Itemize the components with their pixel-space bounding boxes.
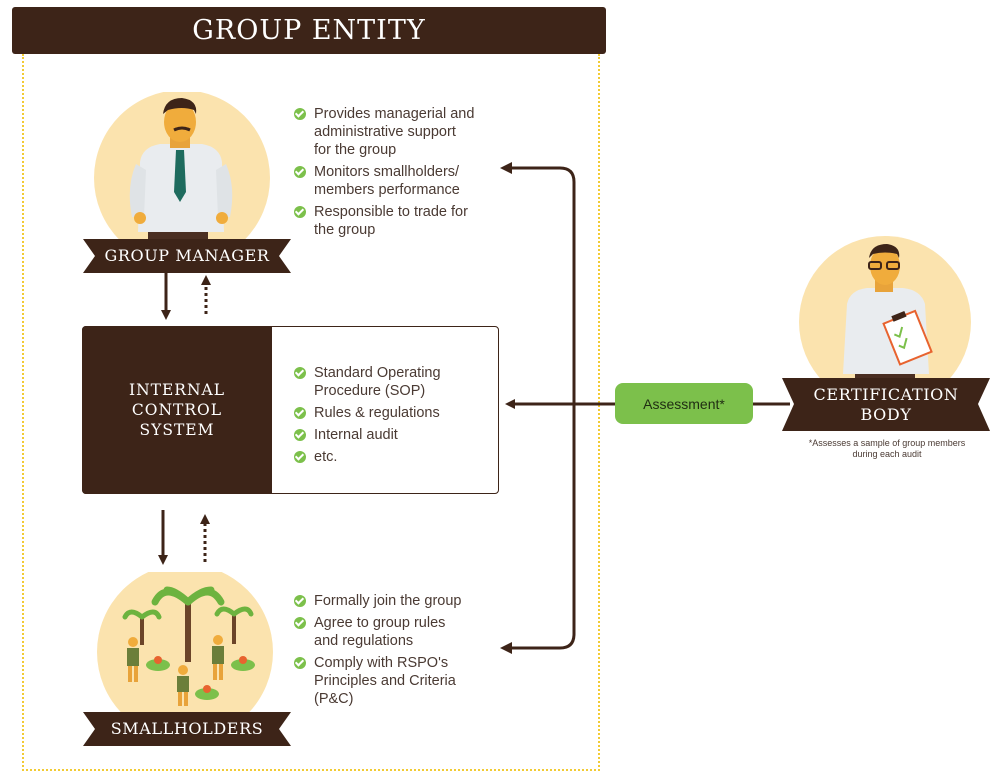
list-item: Comply with RSPO's Principles and Criter…: [294, 654, 524, 708]
farmer-3: [177, 665, 219, 706]
list-item: Internal audit: [294, 426, 489, 444]
check-icon: [294, 407, 306, 419]
auditor-illustration: [799, 236, 971, 382]
check-icon: [294, 451, 306, 463]
check-icon: [294, 367, 306, 379]
farmer-2: [212, 635, 255, 680]
smallholders-banner-bg: [83, 712, 291, 746]
group-manager-illustration: [94, 92, 270, 242]
list-item: Monitors smallholders/ members performan…: [294, 163, 524, 199]
assessment-pill: Assessment*: [615, 383, 753, 424]
certification-body-note: *Assesses a sample of group members duri…: [808, 438, 966, 459]
check-icon: [294, 657, 306, 669]
list-item: Rules & regulations: [294, 404, 489, 422]
check-icon: [294, 617, 306, 629]
smallholders-label: SMALLHOLDERS: [110, 719, 264, 738]
group-entity-border: [22, 54, 600, 771]
list-item: Responsible to trade for the group: [294, 203, 524, 239]
group-manager-banner-bg: [83, 239, 291, 273]
check-icon: [294, 595, 306, 607]
check-icon: [294, 429, 306, 441]
group-entity-header: GROUP ENTITY: [12, 7, 606, 54]
ics-label: INTERNAL CONTROL SYSTEM: [82, 326, 272, 494]
group-manager-responsibilities: Provides managerial and administrative s…: [294, 105, 524, 243]
certification-body-banner-bg: [782, 378, 990, 431]
farmer-1: [127, 637, 170, 682]
certification-body-label: CERTIFICATION BODY: [813, 384, 959, 424]
list-item: Standard Operating Procedure (SOP): [294, 364, 489, 400]
smallholders-duties: Formally join the group Agree to group r…: [294, 592, 524, 712]
group-entity-title: GROUP ENTITY: [192, 15, 426, 46]
list-item: etc.: [294, 448, 489, 466]
clipboard-icon: [882, 309, 933, 366]
ics-components: Standard Operating Procedure (SOP) Rules…: [294, 364, 489, 470]
arrow-to-smallholders: [500, 642, 512, 654]
bracket-line: [505, 166, 576, 650]
smallholders-illustration: [97, 572, 273, 712]
arrow-to-manager: [500, 162, 512, 174]
list-item: Provides managerial and administrative s…: [294, 105, 524, 159]
check-icon: [294, 108, 306, 120]
list-item: Formally join the group: [294, 592, 524, 610]
list-item: Agree to group rules and regulations: [294, 614, 524, 650]
check-icon: [294, 166, 306, 178]
group-manager-label: GROUP MANAGER: [104, 246, 270, 265]
check-icon: [294, 206, 306, 218]
